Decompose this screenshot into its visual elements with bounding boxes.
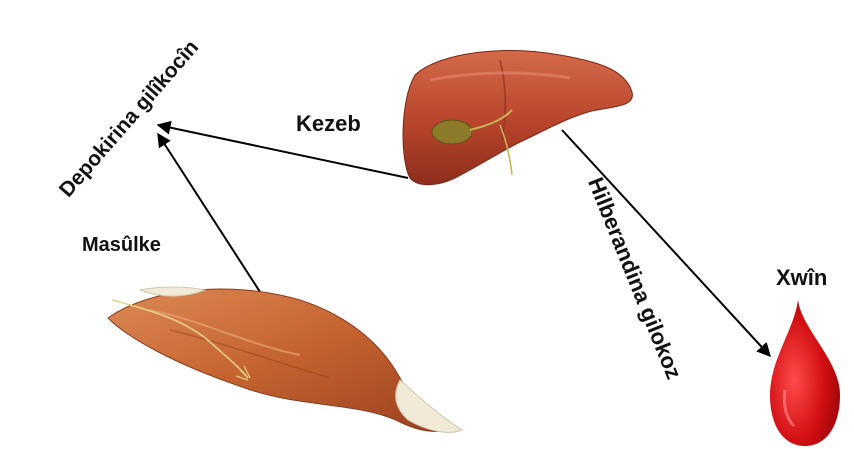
liver-icon — [403, 51, 632, 185]
arrow-liver-to-storage — [158, 125, 408, 178]
label-liver: Kezeb — [296, 111, 361, 136]
muscle-icon — [108, 287, 462, 432]
label-glucose-production: Hilberandina gilokoz — [583, 174, 687, 383]
arrow-muscle-to-storage — [158, 134, 262, 295]
blood-drop-icon — [770, 300, 840, 446]
label-muscle: Masûlke — [82, 234, 161, 256]
label-glycogen-storage: Depokirina gilîkocîn — [55, 36, 203, 202]
label-blood: Xwîn — [776, 265, 827, 290]
